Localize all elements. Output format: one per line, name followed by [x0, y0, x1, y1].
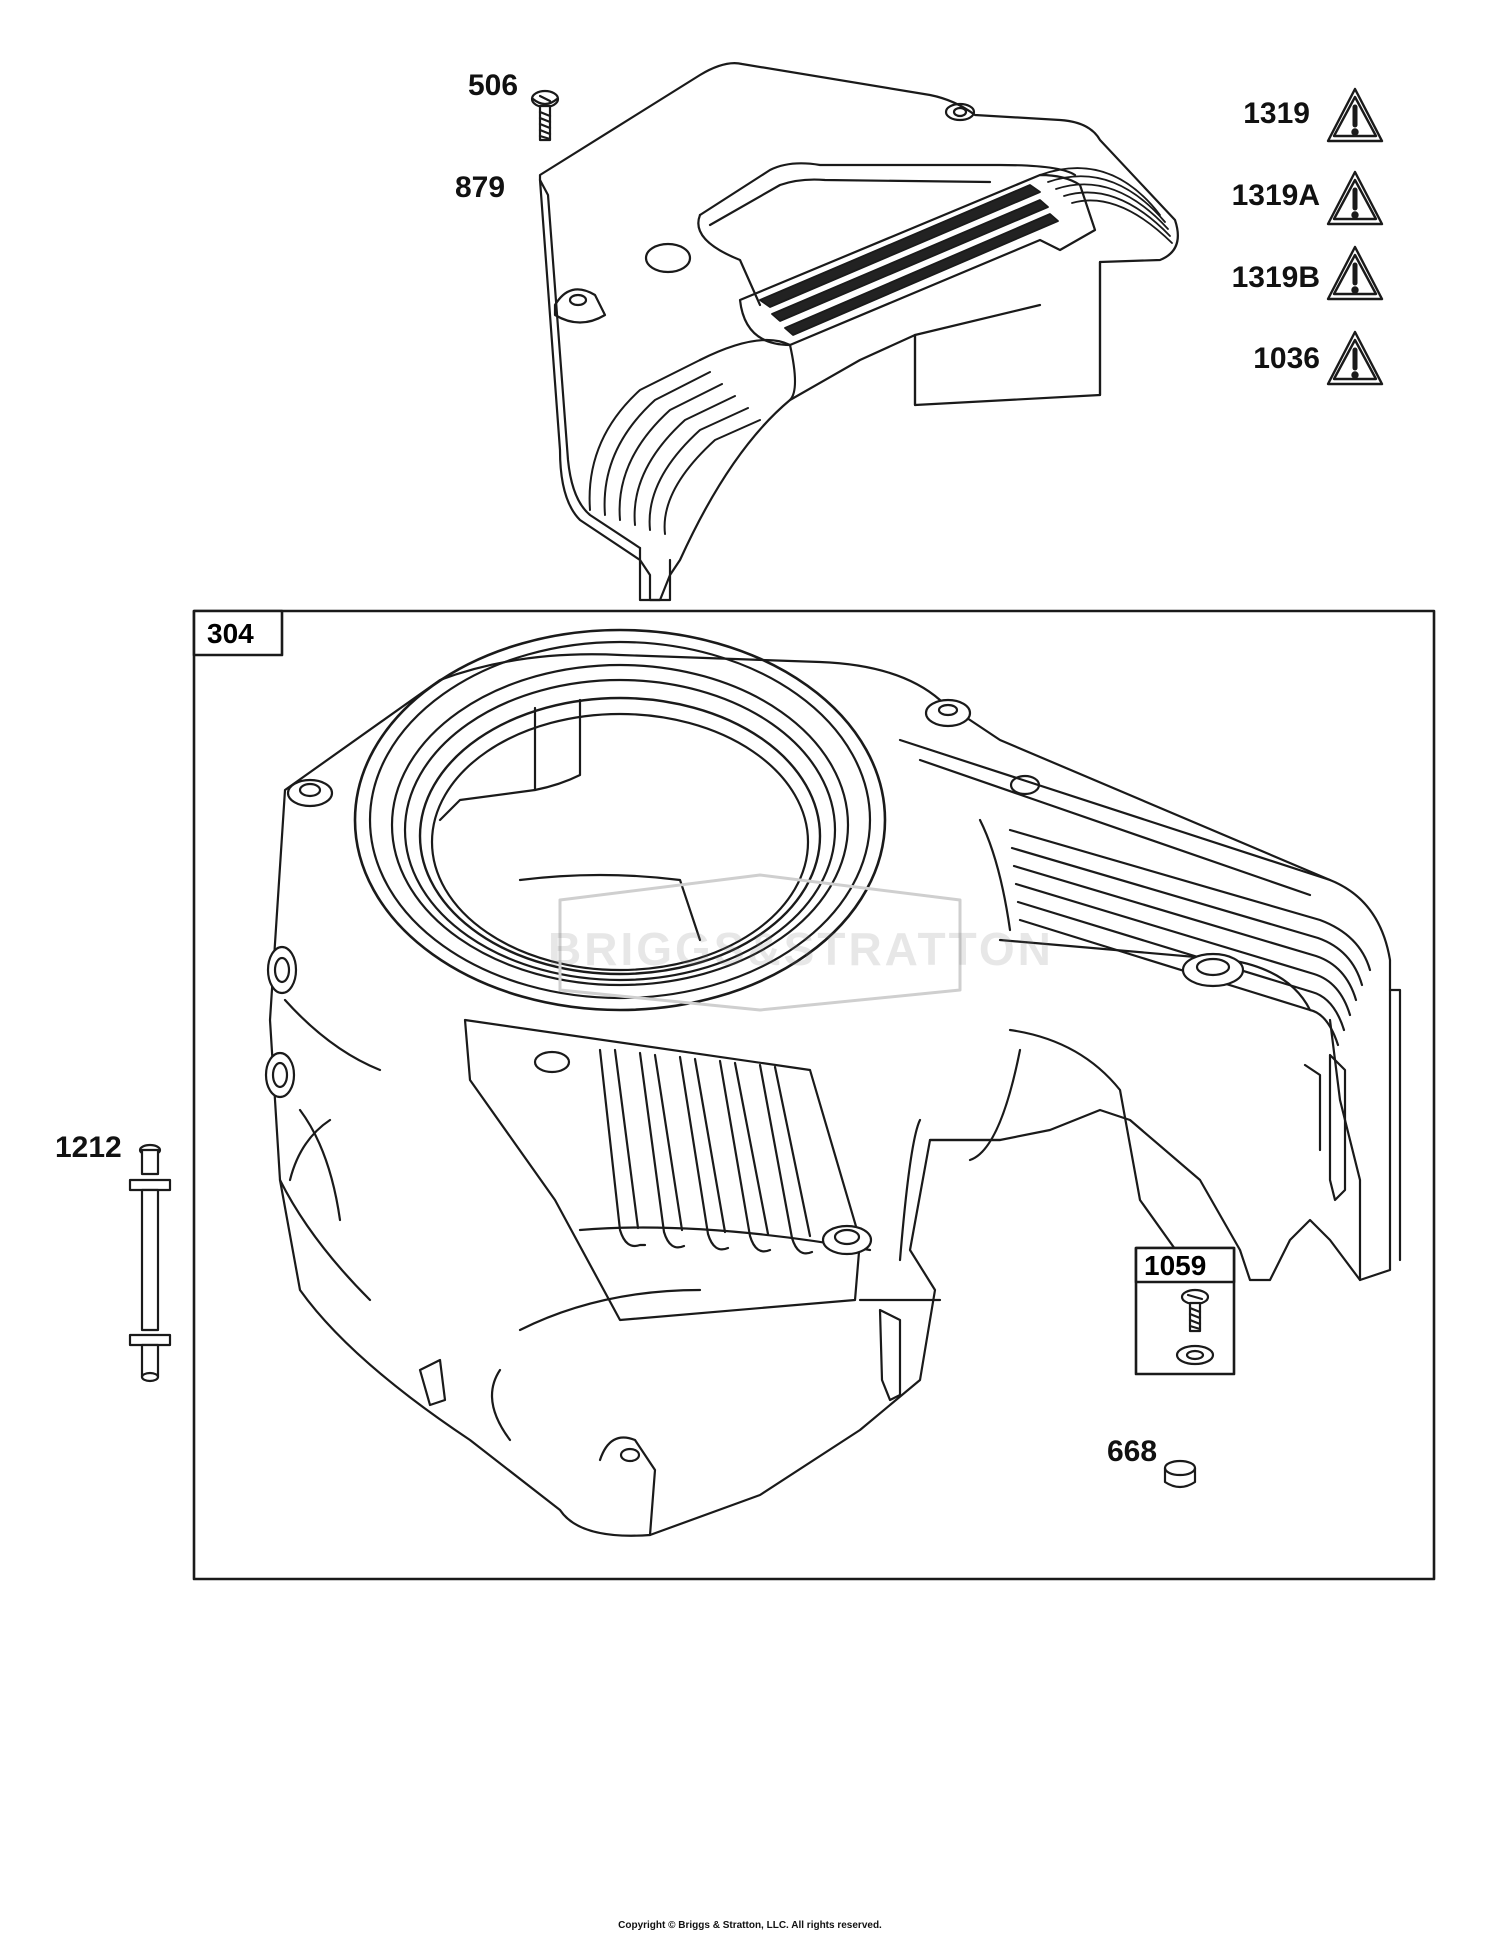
- warning-triangle-icon: [1326, 87, 1384, 143]
- label-warning-1319a[interactable]: 1319A: [1231, 179, 1320, 212]
- blower-housing-304[interactable]: [264, 628, 1402, 1537]
- stud-1212-icon[interactable]: [128, 1143, 172, 1383]
- screw-and-washer-1059-icon[interactable]: [1175, 1288, 1215, 1366]
- label-304[interactable]: 304: [207, 618, 254, 649]
- label-879[interactable]: 879: [455, 171, 506, 204]
- label-warning-1319b[interactable]: 1319B: [1231, 261, 1320, 294]
- label-1059[interactable]: 1059: [1144, 1250, 1207, 1281]
- assembly-304-box: [192, 609, 1436, 1581]
- label-warning-1036[interactable]: 1036: [1253, 342, 1320, 375]
- label-506[interactable]: 506: [468, 69, 519, 102]
- blower-housing-cover-879[interactable]: [538, 62, 1179, 602]
- label-668[interactable]: 668: [1107, 1435, 1158, 1468]
- warning-triangle-icon: [1326, 245, 1384, 301]
- warning-triangle-icon: [1326, 170, 1384, 226]
- warning-icons: [1326, 87, 1384, 386]
- brand-watermark: BRIGGS&STRATTON: [548, 923, 1054, 975]
- label-1212[interactable]: 1212: [55, 1131, 122, 1164]
- screw-506-icon[interactable]: [530, 89, 560, 142]
- warning-triangle-icon: [1326, 330, 1384, 386]
- label-warning-1319[interactable]: 1319: [1243, 97, 1310, 130]
- bushing-668-icon[interactable]: [1163, 1459, 1197, 1489]
- copyright-notice: Copyright © Briggs & Stratton, LLC. All …: [618, 1920, 882, 1931]
